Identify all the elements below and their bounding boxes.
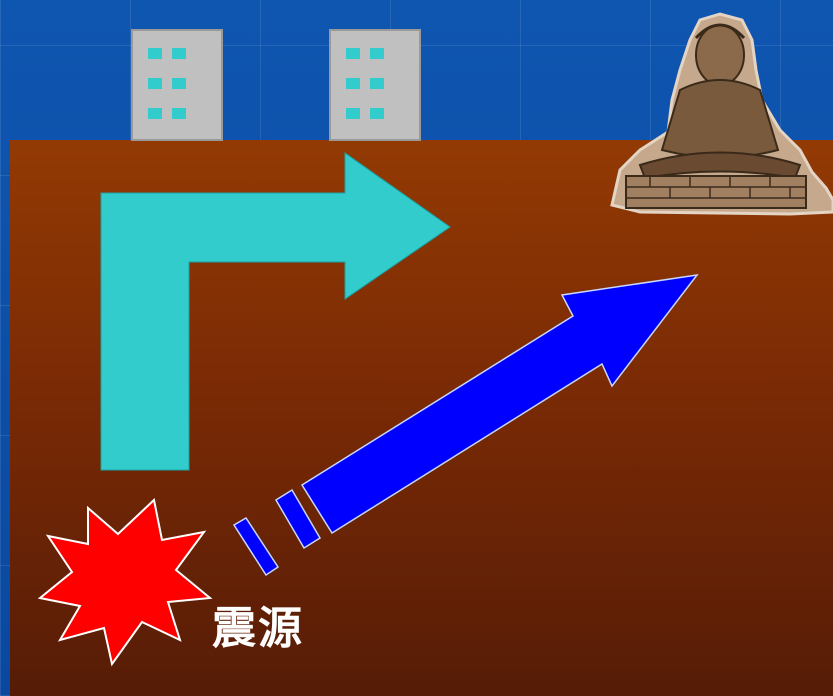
building-icon bbox=[131, 29, 223, 141]
epicenter-label: 震源 bbox=[212, 603, 304, 654]
building-icon bbox=[329, 29, 421, 141]
direct-wave-arrow bbox=[300, 273, 699, 535]
buddha-statue-icon bbox=[610, 12, 833, 216]
direct-wave-tail-segment bbox=[274, 488, 322, 550]
surface-wave-arrow bbox=[100, 152, 451, 471]
direct-wave-tail-segment bbox=[232, 516, 280, 577]
explosion-burst-icon bbox=[37, 498, 213, 667]
